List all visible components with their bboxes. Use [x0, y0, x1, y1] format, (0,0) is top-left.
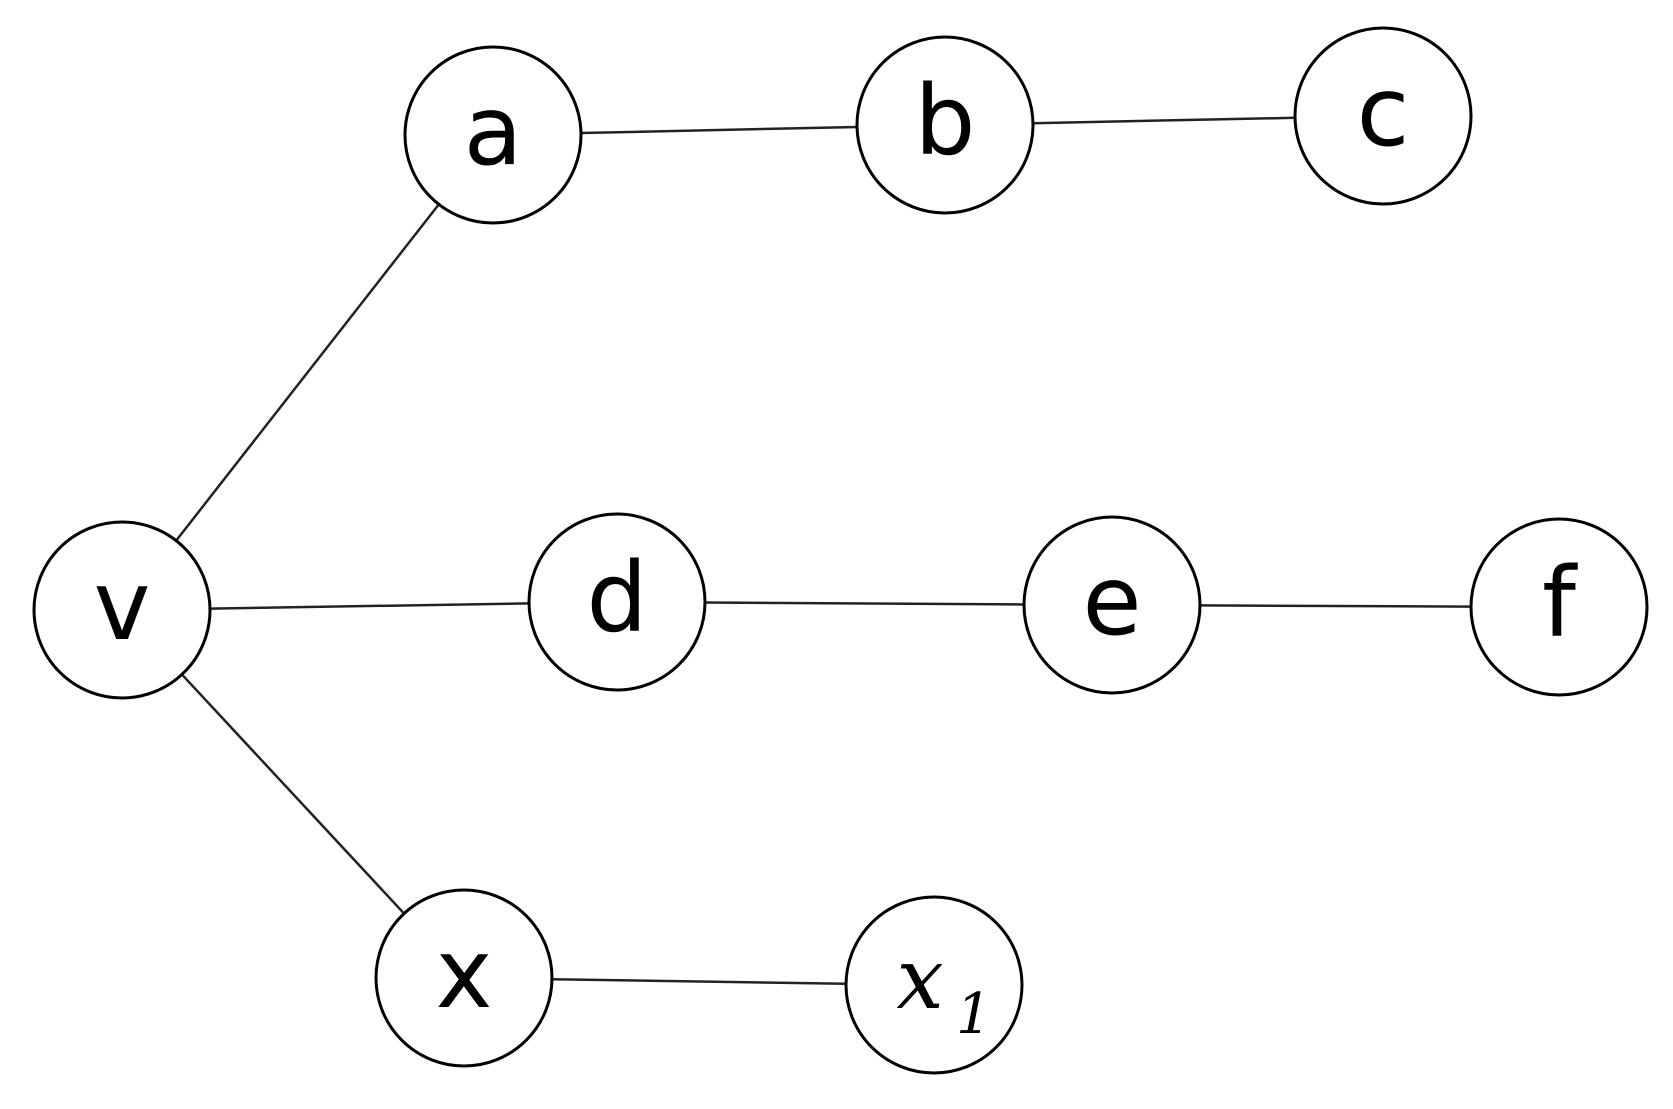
edges-layer — [175, 116, 1472, 985]
node-label-d: d — [587, 542, 648, 654]
node-f: f — [1469, 517, 1649, 697]
node-d: d — [527, 512, 707, 692]
node-v: v — [32, 520, 212, 700]
edge-v-a — [175, 203, 440, 542]
node-circle-b — [855, 35, 1035, 215]
edge-d-e — [704, 601, 1025, 606]
node-label-e: e — [1082, 545, 1141, 657]
node-circle-v — [32, 520, 212, 700]
node-label-b: b — [915, 65, 976, 177]
node-label-a: a — [464, 75, 523, 187]
node-circle-x — [374, 888, 554, 1068]
edge-e-f — [1199, 604, 1472, 608]
node-circle-d — [527, 512, 707, 692]
edge-x-x1 — [551, 978, 847, 985]
edge-v-x — [180, 673, 406, 915]
node-circle-a — [403, 45, 583, 225]
node-b: b — [855, 35, 1035, 215]
edge-a-b — [580, 125, 858, 135]
node-label-v: v — [94, 550, 151, 662]
node-circle-e — [1022, 515, 1202, 695]
node-a: a — [403, 45, 583, 225]
node-circle-c — [1293, 26, 1473, 206]
edge-b-c — [1032, 116, 1296, 125]
node-label-f: f — [1542, 547, 1578, 659]
node-e: e — [1022, 515, 1202, 695]
edge-v-d — [209, 602, 530, 610]
node-label-c: c — [1357, 56, 1410, 168]
node-label-x: x — [436, 918, 493, 1030]
node-label-x1: x — [896, 930, 943, 1028]
node-circle-x1 — [844, 895, 1024, 1075]
node-subscript-x1: 1 — [956, 982, 992, 1047]
node-circle-f — [1469, 517, 1649, 697]
node-x: x — [374, 888, 554, 1068]
node-c: c — [1293, 26, 1473, 206]
